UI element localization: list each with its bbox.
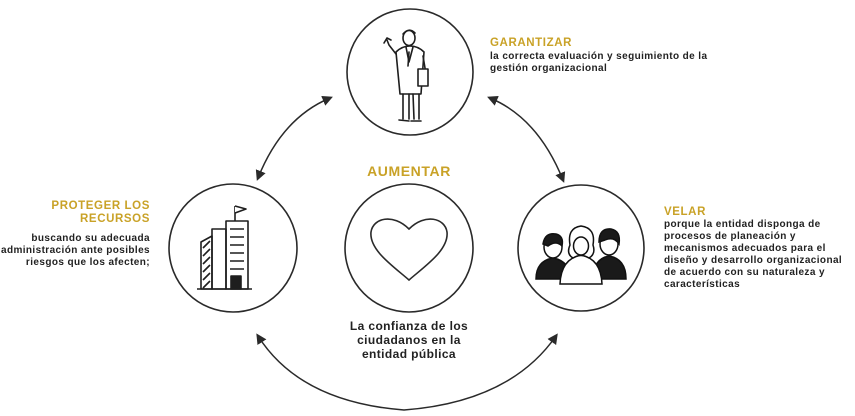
buildings-icon [197,205,252,290]
left-node [168,183,298,313]
right-node [517,184,645,312]
top-circle [346,8,474,136]
right-description: porque la entidad disponga de procesos d… [664,219,843,290]
center-node [344,183,474,313]
top-node [346,8,474,136]
arrow-top-right [487,95,566,183]
center-heading: AUMENTAR [367,163,451,179]
top-heading: GARANTIZAR [490,37,573,49]
center-circle [344,183,474,313]
arrow-bottom-cycle [256,333,558,411]
right-heading: VELAR [664,206,706,218]
center-description: La confianza de los ciudadanos en la ent… [349,319,469,361]
people-group-icon [535,225,627,285]
left-description: buscando su adecuada administración ante… [0,233,150,268]
arrow-left-top [255,95,333,181]
heart-icon [370,218,448,282]
top-description: la correcta evaluación y seguimiento de … [490,51,708,74]
left-heading: PROTEGER LOS RECURSOS [51,200,150,225]
left-circle [168,183,298,313]
businessman-icon [383,29,429,122]
